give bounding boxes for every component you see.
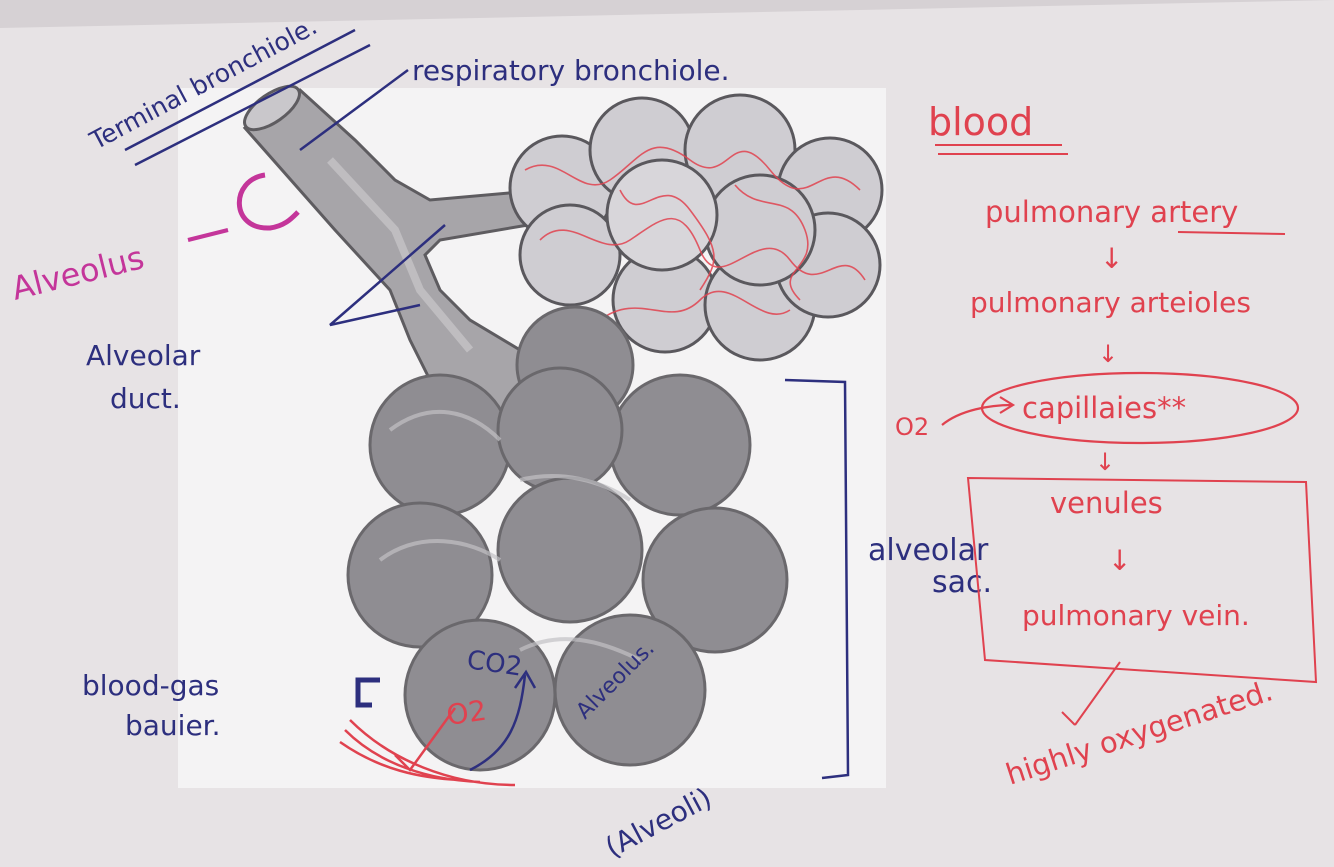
flow-o2-in: O2 [895,413,929,441]
label-blood-gas-1: blood-gas [82,669,219,702]
label-respiratory-bronchiole: respiratory bronchiole. [412,54,730,87]
label-alveolar-duct-1: Alveolar [86,339,201,372]
flow-arrow-4: ↓ [1108,544,1131,577]
flow-pulmonary-vein: pulmonary vein. [1022,599,1250,632]
flow-arrow-3: ↓ [1095,448,1115,476]
flow-venules: venules [1050,486,1163,520]
label-alveolar-duct-2: duct. [110,382,181,415]
flow-pulmonary-artery: pulmonary artery [985,195,1238,229]
flow-arrow-2: ↓ [1098,340,1118,368]
label-alveolar-sac-1: alveolar [868,533,989,568]
label-blood-gas-2: bauier. [125,709,221,742]
label-alveolar-sac-2: sac. [932,565,992,600]
blood-title: blood [928,100,1033,144]
flow-arrow-1: ↓ [1100,242,1123,275]
flow-pulmonary-arterioles: pulmonary arteioles [970,286,1251,319]
flow-capillaries: capillaies** [1022,391,1186,425]
